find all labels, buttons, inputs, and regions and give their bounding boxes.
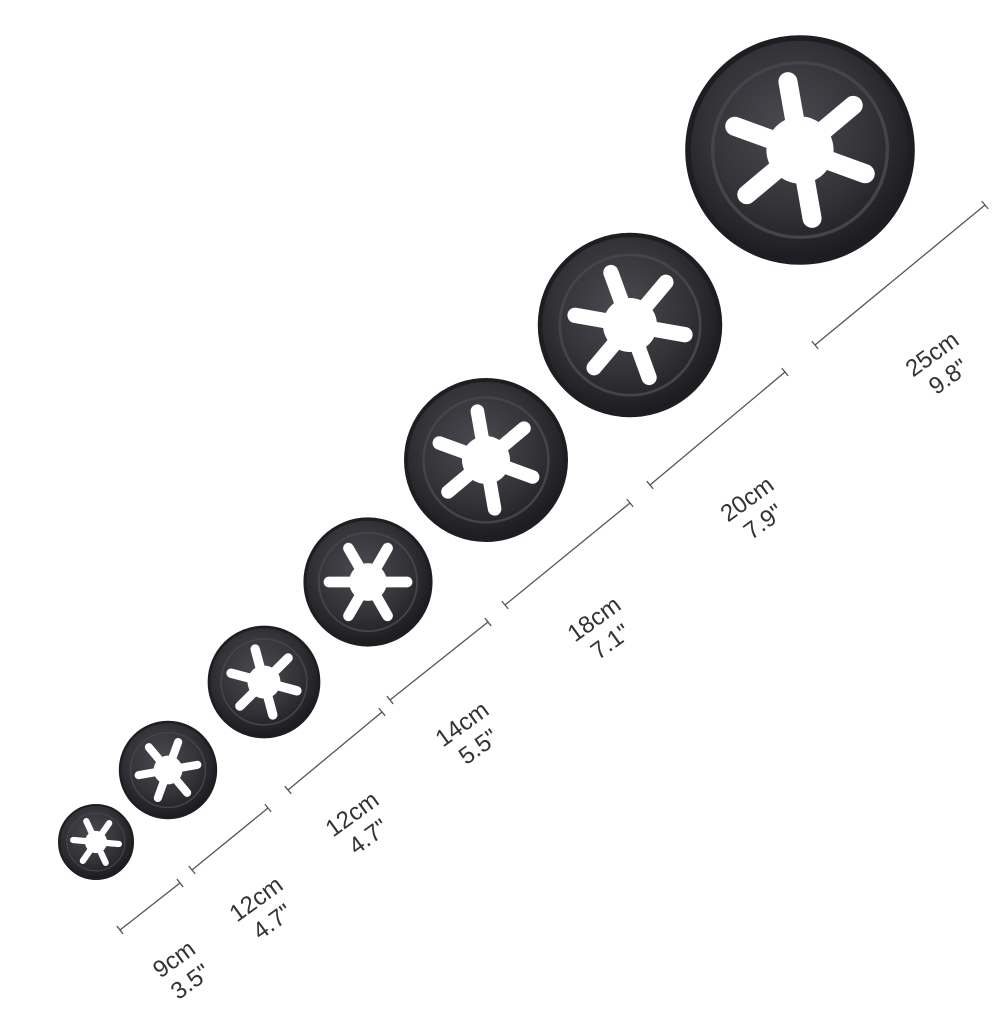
washer-3: [207, 625, 321, 739]
washer-1: [58, 804, 134, 880]
dimension-line-6: [646, 367, 789, 490]
dimension-line-1: [116, 878, 184, 935]
washer-4: [303, 517, 433, 647]
washer-6: [537, 232, 723, 418]
washer-2: [118, 720, 218, 820]
dimension-line-7: [811, 200, 989, 350]
dimension-line-3: [284, 707, 386, 795]
dimension-line-2: [188, 803, 272, 875]
washer-5: [404, 378, 568, 542]
dimension-line-4: [386, 617, 492, 705]
washer-7: [685, 35, 915, 265]
dimension-line-5: [501, 498, 634, 610]
